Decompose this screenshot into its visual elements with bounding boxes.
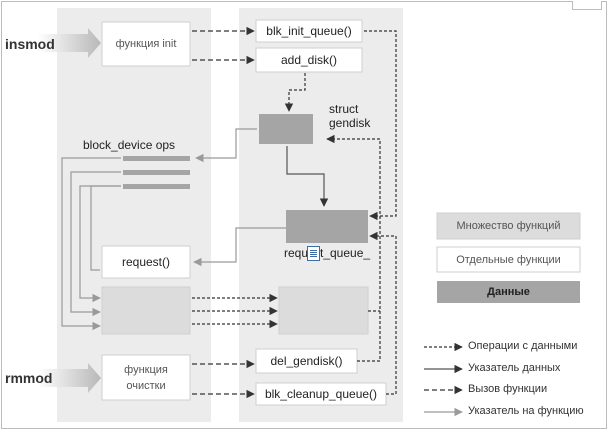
cleanup-function-label: функция очистки [124,363,168,392]
add-disk-box [255,47,363,73]
legend-data-pointer-label: Указатель данных [468,362,561,374]
cleanup-function-box [101,354,191,401]
frame-corner-tab [572,1,602,10]
request-queue-label-start: requ [284,246,309,260]
request-function-box [101,245,191,279]
module-region [57,8,211,422]
block-device-ops-label: block_device ops [83,138,176,152]
rmmod-arrow [38,363,101,393]
legend-func-pointer-label: Указатель на функцию [468,405,584,417]
legend-single-label: Отдельные функции [456,253,561,266]
document-icon [307,246,320,261]
insmod-label: insmod [5,36,55,52]
gendisk-data-box [259,114,313,144]
del-gendisk-box [255,348,358,374]
blk-init-queue-label: blk_init_queue() [266,24,352,38]
ops-bar-3 [123,184,190,189]
legend-data-box [437,281,580,303]
request-label: request() [121,255,171,269]
blk-cleanup-queue-label: blk_cleanup_queue() [264,387,378,401]
request-queue-box [286,210,368,243]
ops-bar-2 [123,170,190,175]
init-function-label: функция init [115,38,177,50]
function-pointer-arrows [61,128,286,331]
kernel-functions-set-box [278,286,369,335]
legend-set-label: Множество функций [456,220,561,232]
legend-set-box [436,212,581,240]
ops-bar-1 [123,156,190,161]
function-call-arrows [192,26,255,399]
legend-func-call-label: Вызов функции [468,383,548,395]
init-function-box [101,21,191,67]
struct-gendisk-label: struct gendisk [329,102,371,130]
blk-init-queue-box [255,19,363,43]
module-functions-set-box [101,286,191,335]
data-operation-arrows [192,30,397,395]
add-disk-label: add_disk() [280,53,338,67]
insmod-arrow [38,28,101,58]
legend-data-label: Данные [487,286,530,298]
del-gendisk-label: del_gendisk() [270,354,343,368]
data-pointer-arrow [286,146,329,207]
legend-single-box [436,246,581,273]
request-queue-label-end: t_queue_ [320,246,371,260]
legend-data-ops-label: Операции с данными [468,340,578,352]
rmmod-label: rmmod [5,370,53,386]
